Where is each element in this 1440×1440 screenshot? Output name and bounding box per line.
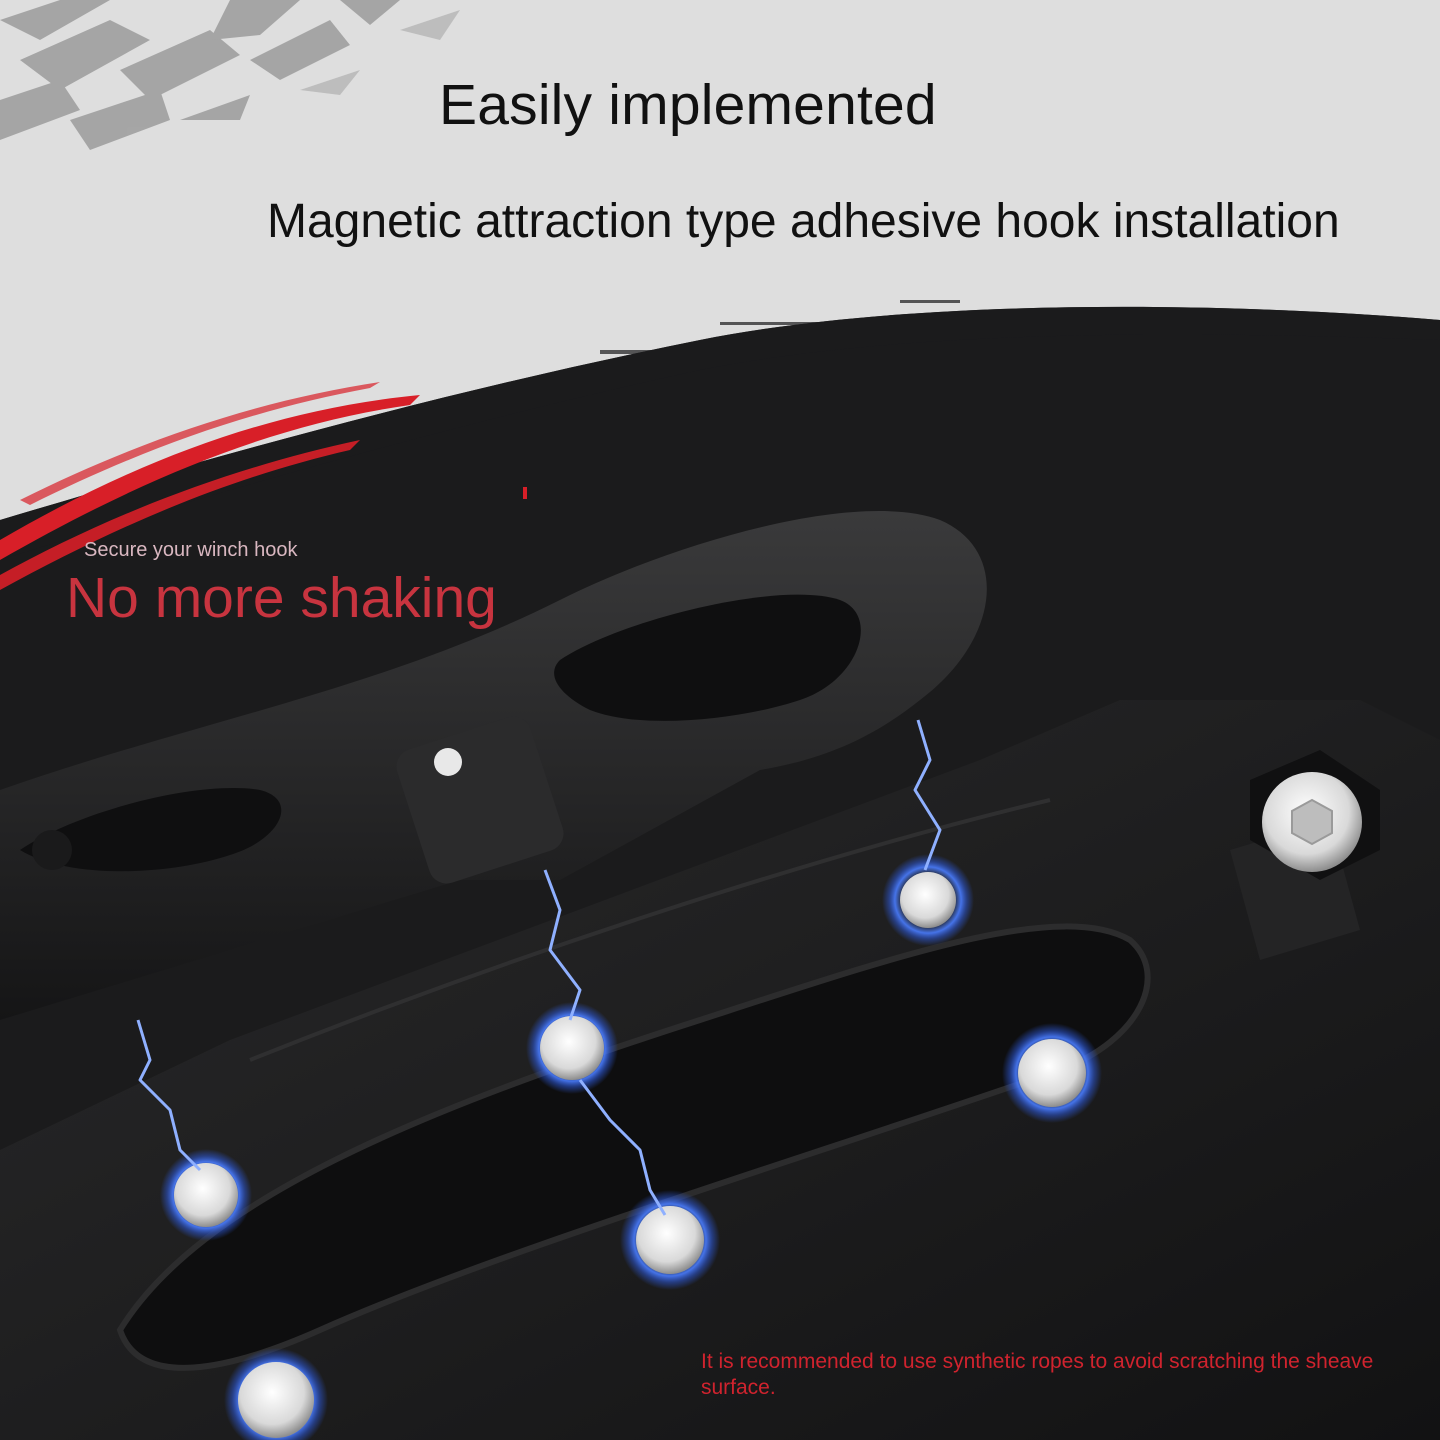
- brush-speckles: [480, 300, 1290, 393]
- lightning-icon: [136, 719, 942, 1216]
- footnote: It is recommended to use synthetic ropes…: [701, 1350, 1374, 1399]
- bolt-1: [160, 1149, 252, 1241]
- hex-bolt-icon: [1250, 750, 1380, 880]
- bolt-3: [882, 854, 974, 946]
- fairlead-plate: [0, 700, 1440, 1440]
- bolt-4: [620, 1190, 720, 1290]
- brush-edge: [0, 306, 1440, 560]
- tire-track-icon: [0, 0, 460, 150]
- headline: Easily implemented: [439, 73, 937, 137]
- red-brush-stroke-icon: [0, 382, 527, 590]
- light-background: [0, 0, 1440, 520]
- tagline-small: Secure your winch hook: [84, 539, 298, 561]
- subheadline: Magnetic attraction type adhesive hook i…: [267, 195, 1340, 248]
- winch-hook: [0, 511, 987, 1020]
- tagline-large: No more shaking: [66, 566, 497, 630]
- bolt-5: [1002, 1023, 1102, 1123]
- bolt-6: [224, 1348, 328, 1440]
- magnetic-bolts: [160, 854, 1102, 1440]
- bolt-2: [526, 1002, 618, 1094]
